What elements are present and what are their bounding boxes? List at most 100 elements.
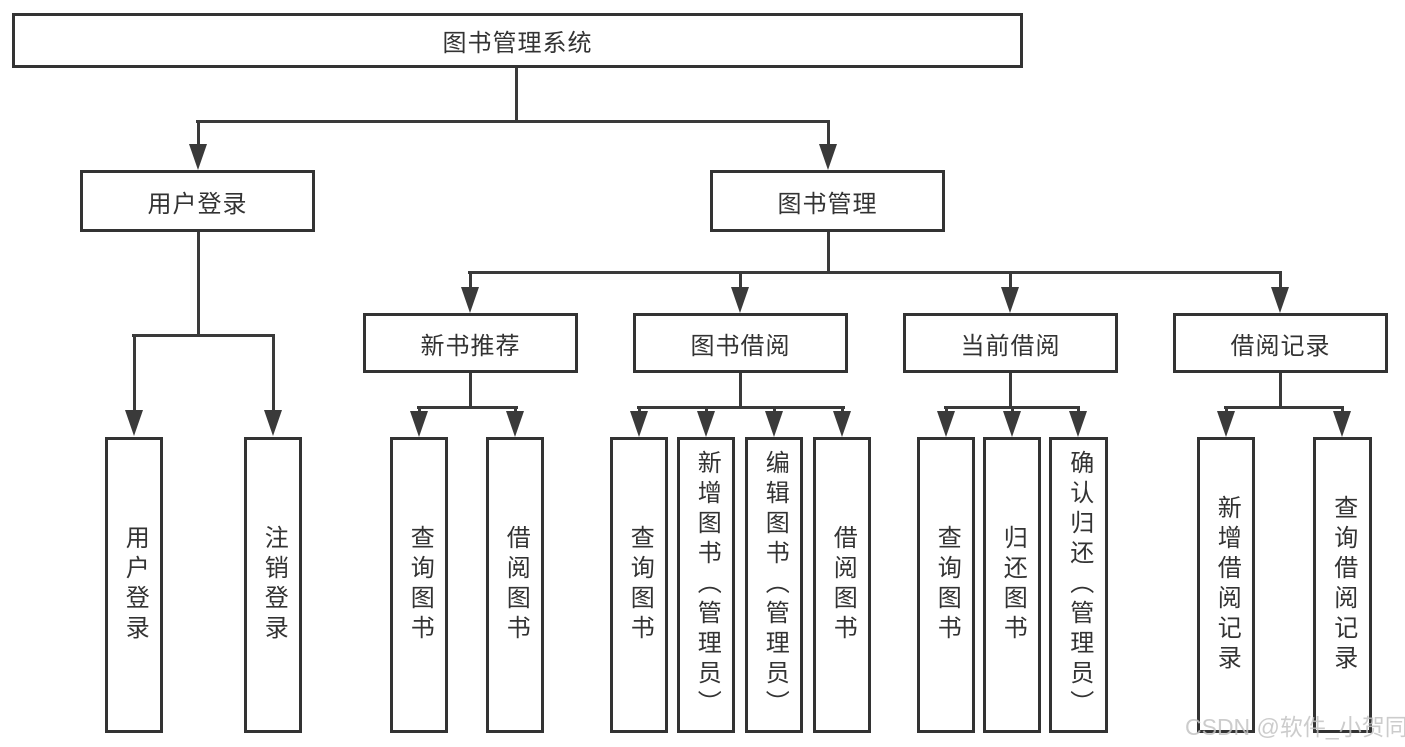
leaf-add-book-admin: 新增图书（管理员） [677,437,735,733]
arrow-down-icon [125,336,143,436]
node-root-system: 图书管理系统 [12,13,1023,68]
connector-line [1008,371,1012,408]
arrow-stem [271,336,275,412]
leaf-recommend-borrow-books-label: 借阅图书 [502,525,530,645]
node-book-management: 图书管理 [710,170,945,232]
arrow-down-icon [1003,408,1021,437]
leaf-user-login: 用户登录 [105,437,163,733]
arrow-stem [1224,408,1228,413]
leaf-recommend-borrow-books: 借阅图书 [486,437,544,733]
arrow-head [1001,287,1019,313]
connector-line [468,371,472,408]
arrow-stem [513,408,517,413]
arrow-down-icon [1271,273,1289,313]
arrow-stem [1010,408,1014,413]
leaf-current-query-books-label: 查询图书 [933,525,961,645]
node-user-login: 用户登录 [80,170,315,232]
leaf-recommend-query-books: 查询图书 [390,437,448,733]
arrow-head [1333,411,1351,437]
arrow-down-icon [1001,273,1019,313]
arrow-head [937,411,955,437]
arrow-stem [826,122,830,146]
node-current-borrowing: 当前借阅 [903,313,1118,373]
arrow-head [731,287,749,313]
arrow-head [506,411,524,437]
arrow-down-icon [630,408,648,437]
arrow-head [819,144,837,170]
arrow-stem [704,408,708,413]
node-new-book-recommend: 新书推荐 [363,313,578,373]
arrow-down-icon [410,408,428,437]
node-book-management-label: 图书管理 [777,190,878,218]
arrow-down-icon [819,122,837,170]
arrow-head [410,411,428,437]
leaf-confirm-return-admin-label: 确认归还（管理员） [1065,450,1093,720]
connector-line [196,120,830,123]
leaf-confirm-return-admin: 确认归还（管理员） [1049,437,1108,733]
arrow-down-icon [506,408,524,437]
arrow-stem [1076,408,1080,413]
arrow-down-icon [833,408,851,437]
arrow-stem [1278,273,1282,289]
leaf-add-borrow-record-label: 新增借阅记录 [1213,495,1241,675]
arrow-stem [772,408,776,413]
arrow-head [1069,411,1087,437]
arrow-down-icon [937,408,955,437]
leaf-borrowing-borrow-books: 借阅图书 [813,437,871,733]
node-user-login-label: 用户登录 [147,190,248,218]
leaf-edit-book-admin-label: 编辑图书（管理员） [761,450,789,720]
arrow-stem [840,408,844,413]
arrow-head [697,411,715,437]
arrow-stem [637,408,641,413]
arrow-head [765,411,783,437]
arrow-stem [468,273,472,289]
connector-line [826,230,830,273]
arrow-down-icon [697,408,715,437]
arrow-head [1217,411,1235,437]
arrow-down-icon [1217,408,1235,437]
connector-line [1278,371,1282,408]
connector-line [637,406,845,409]
leaf-logout-label: 注销登录 [260,525,288,645]
leaf-user-login-label: 用户登录 [121,525,149,645]
arrow-head [189,144,207,170]
leaf-logout: 注销登录 [244,437,302,733]
node-borrowing-records-label: 借阅记录 [1230,332,1331,360]
connector-line [944,406,1080,409]
leaf-edit-book-admin: 编辑图书（管理员） [745,437,803,733]
arrow-stem [1008,273,1012,289]
arrow-head [833,411,851,437]
node-root-system-label: 图书管理系统 [442,30,593,57]
arrow-down-icon [461,273,479,313]
arrow-head [630,411,648,437]
connector-line [468,271,1282,274]
connector-line [1224,406,1344,409]
arrow-stem [132,336,136,412]
leaf-borrowing-query-books: 查询图书 [610,437,668,733]
arrow-stem [196,122,200,146]
arrow-head [1003,411,1021,437]
leaf-add-book-admin-label: 新增图书（管理员） [693,450,721,720]
leaf-borrowing-query-books-label: 查询图书 [626,525,654,645]
connector-line [514,66,518,122]
leaf-current-query-books: 查询图书 [917,437,975,733]
arrow-down-icon [264,336,282,436]
node-book-borrowing: 图书借阅 [633,313,848,373]
arrow-head [264,410,282,436]
arrow-down-icon [731,273,749,313]
arrow-down-icon [1069,408,1087,437]
arrow-head [1271,287,1289,313]
arrow-head [125,410,143,436]
connector-line [132,334,275,337]
arrow-stem [738,273,742,289]
node-current-borrowing-label: 当前借阅 [960,332,1061,360]
leaf-query-borrow-record: 查询借阅记录 [1313,437,1372,733]
connector-line [196,230,200,336]
arrow-down-icon [765,408,783,437]
leaf-return-book-label: 归还图书 [999,525,1027,645]
arrow-stem [1340,408,1344,413]
arrow-stem [944,408,948,413]
arrow-down-icon [189,122,207,170]
node-new-book-recommend-label: 新书推荐 [420,332,521,360]
